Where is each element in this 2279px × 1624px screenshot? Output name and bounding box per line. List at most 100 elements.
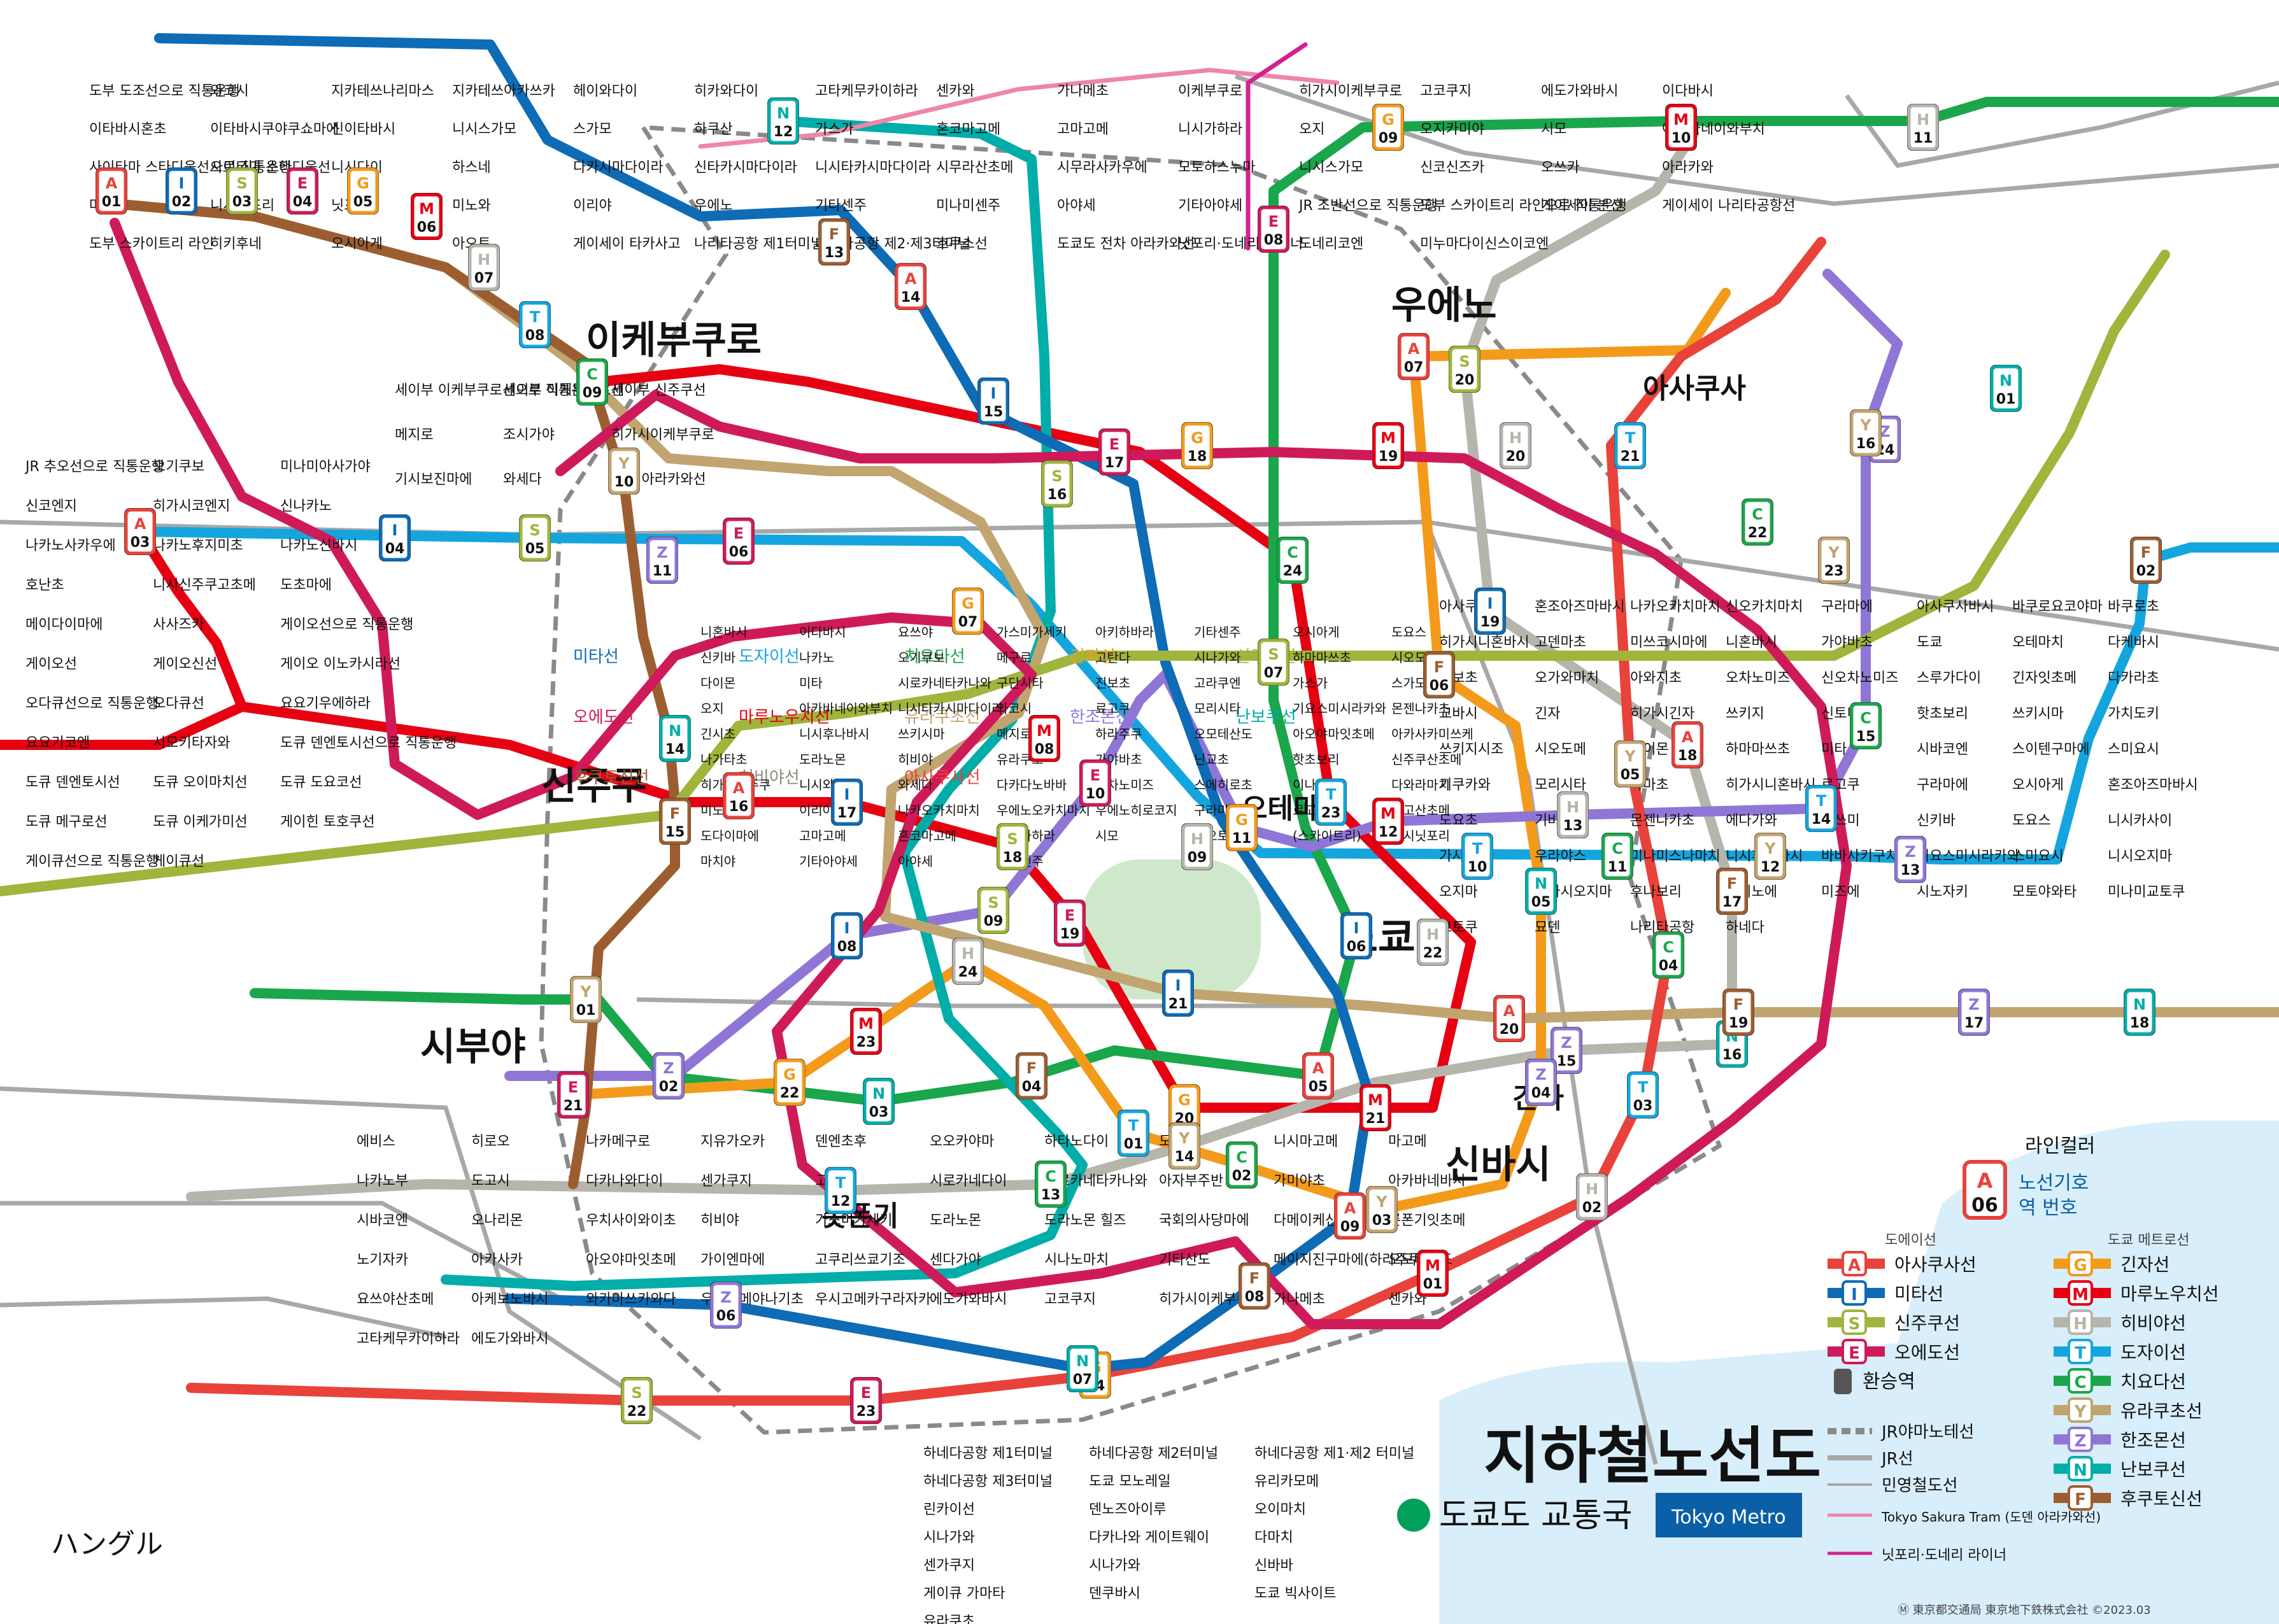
station-label: 센가쿠지 [700,1173,752,1189]
station-badge-letter: M [1037,722,1052,740]
station-badge-number: 18 [1678,748,1698,764]
station-label: 시나가와 [923,1530,975,1546]
station-badge [1672,721,1703,768]
station-label: 가스가 [815,122,854,138]
station-label: 도큐 이케가미선 [153,814,248,830]
station-badge-number: 12 [1761,859,1780,875]
station-label: 니시카사이 [2108,813,2172,829]
station-label: 미누마다이신스이코엔 [1420,236,1549,252]
station-badge-letter: G [357,174,369,192]
legend-station-number: 역 번호 [2019,1197,2077,1219]
legend-line-name: 아사쿠사선 [1894,1254,1977,1275]
station-label: 도큐 오이마치선 [153,775,248,791]
station-label: 긴자잇초메 [2012,670,2077,686]
station-badge [1035,1161,1067,1208]
station-badge [1028,715,1060,762]
station-label: 교바시 [1439,706,1478,722]
station-label: 히가시긴자 [1630,706,1694,722]
station-badge-letter: T [1638,1078,1649,1096]
station-badge-number: 02 [1232,1168,1252,1184]
station-badge-letter: S [631,1384,642,1402]
station-badge-number: 17 [1722,894,1742,910]
station-badge [1627,1071,1659,1119]
station-label: 신타카시마다이라 [694,160,797,176]
station-label-nagatacho: 나가타초 [700,752,748,767]
station-label: 이다바시 [1662,83,1714,99]
station-badge-letter: A [1312,1059,1324,1077]
station-label: 신코엔지 [25,498,77,514]
line-name-label: 마루노우치선 [739,708,830,727]
legend-code: Z [2075,1432,2087,1451]
station-label: 게이큐선으로 직통운행 [25,854,159,870]
station-label: 덴엔초후 [815,1134,867,1150]
station-label: 도큐 메구로선 [25,814,107,830]
station-badge-letter: S [529,521,540,539]
station-label-shimo: 시모 [1095,828,1119,844]
station-label: 오나리몬 [471,1213,523,1229]
station-badge-letter: C [1612,840,1623,858]
station-badge [850,1377,882,1424]
station-badge-letter: F [1249,1269,1260,1287]
station-label: 센다가야 [930,1252,981,1268]
line-name-label: 유라쿠초선 [904,708,981,727]
legend-code-badge [2068,1456,2093,1481]
station-badge [1360,1084,1391,1131]
station-label: 히키후네 [210,236,262,252]
station-label: 호쿠소선 [936,236,988,252]
legend-line-name: 유라쿠초선 [2120,1401,2203,1422]
station-badge-number: 12 [831,1194,851,1210]
station-badge-number: 16 [1856,436,1876,452]
station-label: 이리야 [573,198,612,214]
station-badge-number: 07 [958,614,978,630]
station-label-nishitakashimadaira: 니시타카시마다이라 [898,701,1004,716]
station-label: 도큐 덴엔토시선 [25,775,120,791]
station-badge-number: 06 [1347,939,1367,955]
station-label: 가나메초 [1057,83,1109,99]
toei-operator: 도쿄도 교통국 [1439,1497,1633,1535]
legend-code-badge [2068,1368,2093,1394]
station-badge [2130,537,2162,584]
station-badge-number: 20 [1506,449,1526,465]
station-label-nakano: 나카노 [799,650,834,665]
station-label: 혼조아즈마바시 [2108,777,2198,793]
station-badge-number: 17 [1964,1015,1984,1031]
station-badge [1366,1186,1398,1233]
station-badge [818,218,850,265]
station-badge-letter: S [236,174,247,192]
station-label: 우에노 [694,198,733,214]
station-label: 메이지진구마에(하라주쿠) [1274,1252,1426,1268]
station-badge-number: 06 [1430,678,1449,694]
station-badge-number: 09 [1188,850,1207,866]
station-badge [1551,1027,1582,1074]
station-badge-number: 16 [1722,1047,1742,1063]
station-badge-letter: C [1860,709,1871,727]
station-badge-number: 03 [1372,1213,1392,1229]
station-label: 유리카모메 [1254,1474,1319,1490]
station-badge [519,301,551,348]
station-label: 세이부 신주쿠선 [611,383,706,399]
station-label: 나카노후지미초 [153,538,243,554]
station-badge-letter: E [297,174,308,192]
station-badge-letter: G [1382,111,1395,129]
station-badge-number: 24 [1283,563,1303,579]
legend-transfer-icon [1834,1369,1852,1394]
station-label: 오지카미야 [1420,122,1484,138]
legend-code-badge [1842,1280,1867,1306]
station-label: 혼조아즈마바시 [1535,599,1625,615]
station-label: 아카바네바시 [1388,1173,1465,1189]
station-label-gotanda: 고탄다 [1095,650,1130,665]
station-badge-number: 08 [1264,232,1284,248]
station-badge-number: 15 [984,404,1004,420]
station-label: 아라카와 [1662,160,1714,176]
station-label: 이타바시쿠야쿠쇼마에 [210,122,339,138]
legend-line-name: 히비야선 [2120,1313,2186,1334]
station-badge [287,167,318,215]
station-badge [1417,919,1449,966]
station-badge [1652,931,1684,978]
station-label: 구라마에 [1821,599,1873,615]
station-label: 에비스 [357,1134,395,1150]
station-label-sugamo: 스가모 [1391,675,1426,691]
station-badge-letter: G [1235,811,1248,829]
station-badge-number: 01 [1124,1136,1144,1152]
station-label: 게이오 이노카시라선 [280,656,401,672]
